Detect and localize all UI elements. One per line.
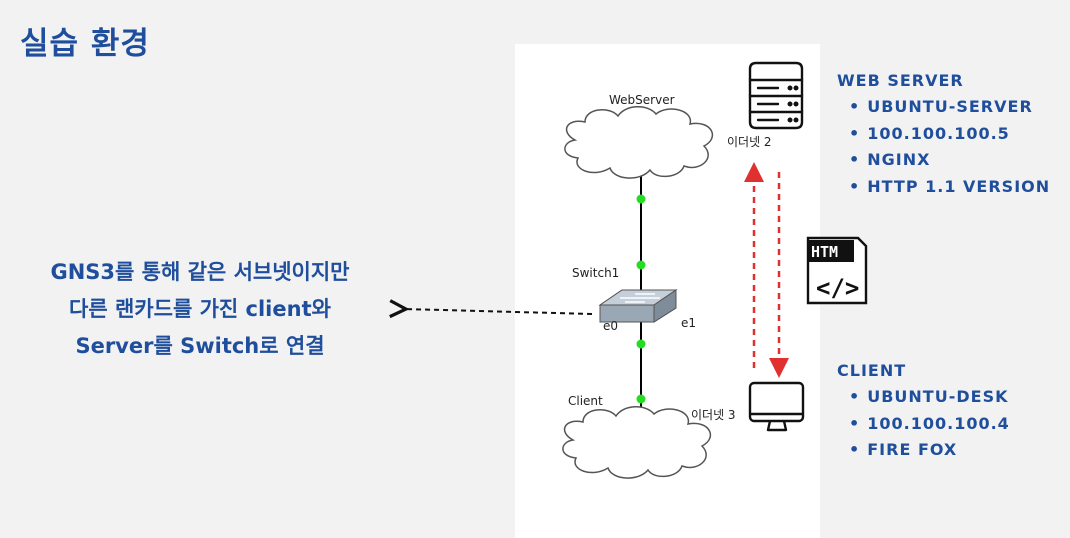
web-server-info: WEB SERVER UBUNTU-SERVER 100.100.100.5 N…	[837, 68, 1050, 200]
description-line: 다른 랜카드를 가진 client와	[69, 297, 331, 321]
svg-text:</>: </>	[816, 274, 859, 302]
list-item: UBUNTU-DESK	[849, 384, 1010, 411]
ethernet-2-label: 이더넷 2	[727, 135, 772, 149]
server-icon	[748, 61, 804, 130]
description-line: GNS3를 통해 같은 서브넷이지만	[50, 260, 350, 284]
list-item: FIRE FOX	[849, 437, 1010, 464]
switch-label: Switch1	[572, 266, 619, 280]
monitor-icon	[748, 381, 805, 432]
html-file-icon: HTM </>	[806, 236, 868, 305]
port-e1-label: e1	[681, 316, 696, 330]
pointer-arrow	[404, 309, 593, 314]
list-item: UBUNTU-SERVER	[849, 94, 1050, 121]
client-label: Client	[568, 394, 603, 408]
page-title: 실습 환경	[20, 26, 150, 62]
list-item: HTTP 1.1 VERSION	[849, 174, 1050, 201]
link-endpoint-dot	[636, 260, 646, 270]
webserver-cloud-icon[interactable]	[564, 106, 714, 179]
client-info: CLIENT UBUNTU-DESK 100.100.100.4 FIRE FO…	[837, 358, 1010, 464]
description: GNS3를 통해 같은 서브넷이지만 다른 랜카드를 가진 client와 Se…	[0, 254, 400, 365]
switch-icon[interactable]	[598, 289, 678, 323]
port-e0-label: e0	[603, 319, 618, 333]
html-icon-text: HTM	[811, 243, 838, 261]
link-endpoint-dot	[636, 194, 646, 204]
client-heading: CLIENT	[837, 361, 907, 380]
client-list: UBUNTU-DESK 100.100.100.4 FIRE FOX	[849, 384, 1010, 464]
list-item: 100.100.100.4	[849, 411, 1010, 438]
webserver-label: WebServer	[609, 93, 675, 107]
description-line: Server를 Switch로 연결	[75, 334, 325, 358]
ethernet-3-label: 이더넷 3	[691, 408, 736, 422]
web-server-heading: WEB SERVER	[837, 71, 964, 90]
list-item: 100.100.100.5	[849, 121, 1050, 148]
link-endpoint-dot	[636, 339, 646, 349]
web-server-list: UBUNTU-SERVER 100.100.100.5 NGINX HTTP 1…	[849, 94, 1050, 200]
client-cloud-icon[interactable]	[562, 406, 712, 479]
link-endpoint-dot	[636, 394, 646, 404]
list-item: NGINX	[849, 147, 1050, 174]
